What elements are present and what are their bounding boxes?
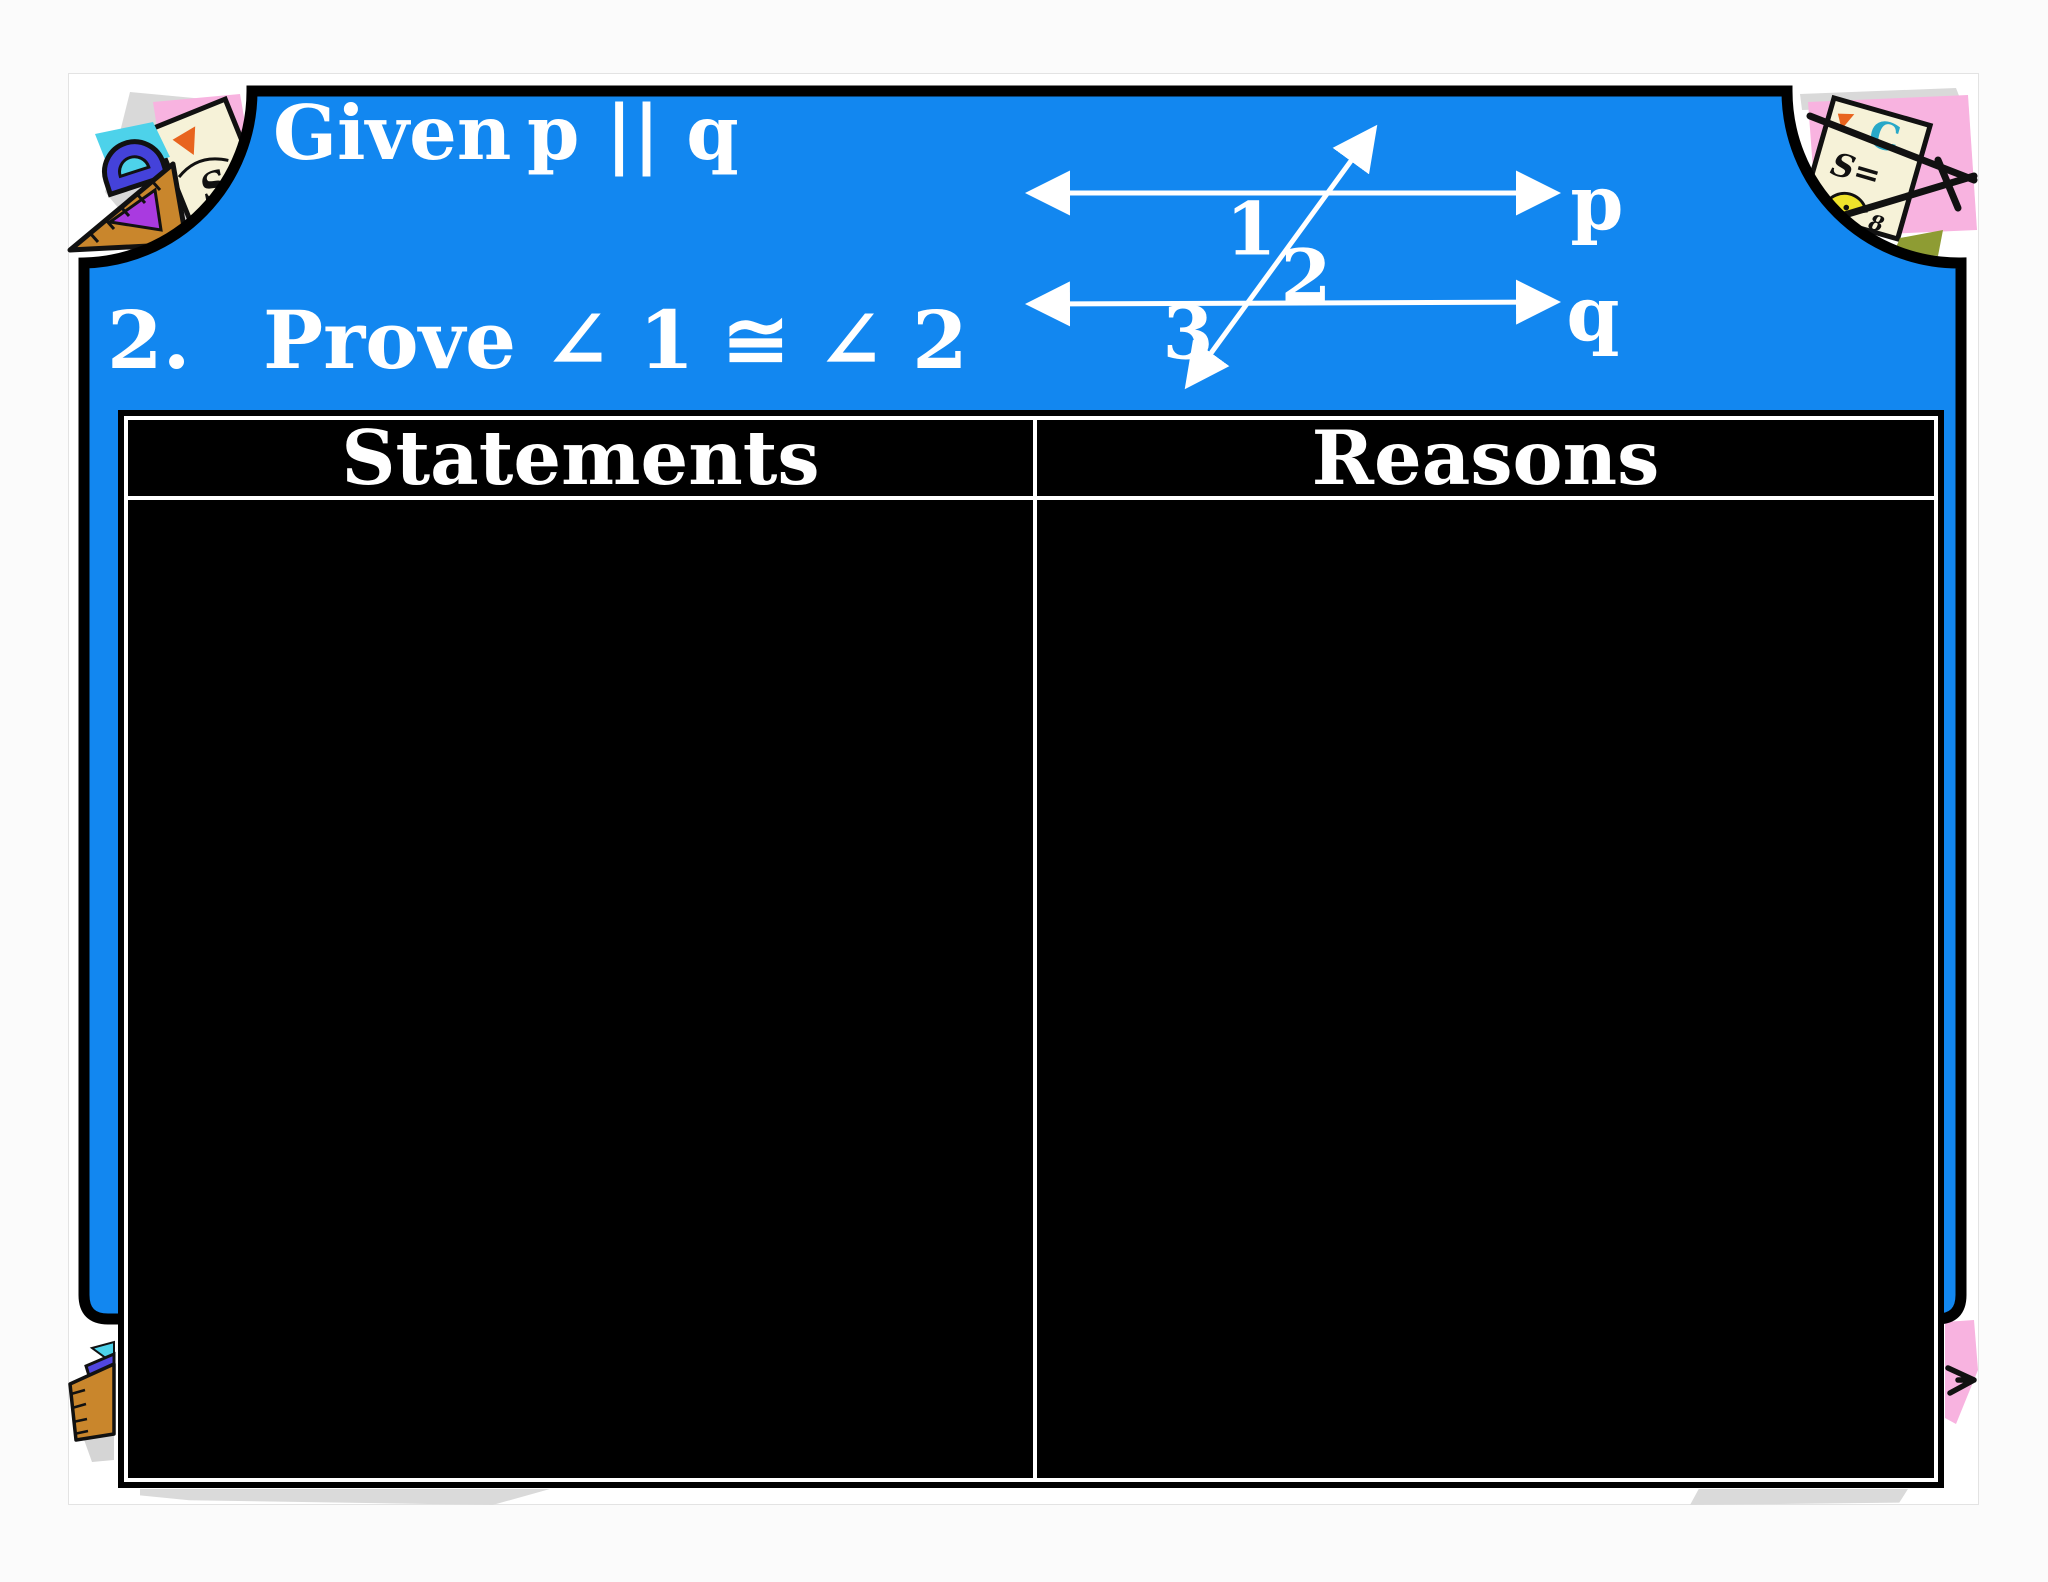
line-q-label: q xyxy=(1566,269,1620,358)
reasons-column-body xyxy=(1037,500,1934,1478)
proof-table-grid: Statements Reasons xyxy=(124,416,1938,1482)
statements-header: Statements xyxy=(128,420,1037,500)
protractor-icon xyxy=(102,139,171,198)
svg-text:8: 8 xyxy=(1865,209,1887,237)
line-p-label: p xyxy=(1570,158,1624,247)
angle-1-label: 1 xyxy=(1225,186,1277,273)
transversal-line xyxy=(1184,124,1378,390)
prove-statement: Prove ∠ 1 ≅ ∠ 2 xyxy=(263,293,968,387)
table-shadow xyxy=(1690,1489,1908,1505)
angle-2-label: 2 xyxy=(1280,233,1332,320)
given-label: Given xyxy=(273,89,512,177)
crossed-pencil-lines xyxy=(1806,112,1978,224)
triangle-ruler-icon xyxy=(68,1362,116,1442)
geometry-tools-clipart xyxy=(68,1340,116,1462)
arrow-icon xyxy=(1945,1365,1977,1396)
proof-table: Statements Reasons xyxy=(118,410,1944,1488)
statements-column-body xyxy=(128,500,1037,1478)
angle-3-label: 3 xyxy=(1162,290,1214,377)
given-value: p || q xyxy=(527,89,739,177)
table-shadow xyxy=(140,1489,550,1505)
problem-number: 2. xyxy=(107,293,191,387)
pink-paper-arrow-clipart xyxy=(1945,1320,1978,1424)
reasons-header: Reasons xyxy=(1037,420,1934,500)
triangle-ruler-icon xyxy=(67,161,190,253)
